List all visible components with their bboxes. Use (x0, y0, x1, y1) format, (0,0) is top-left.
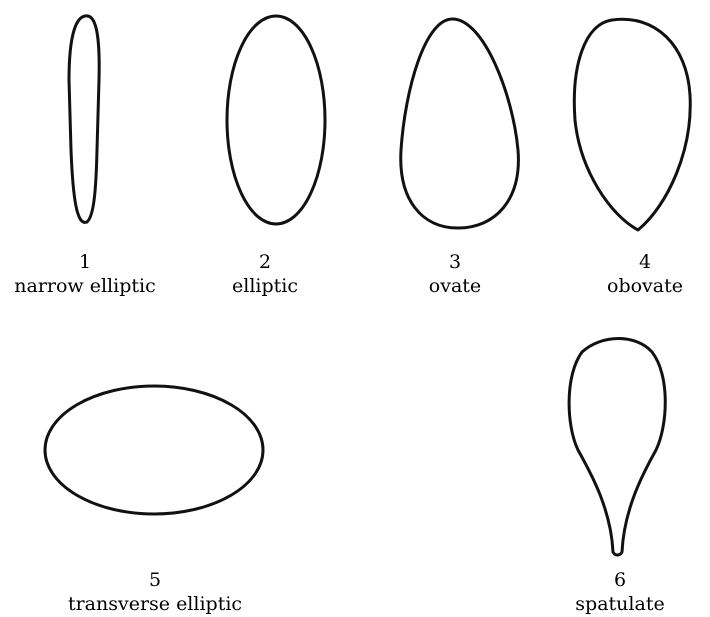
caption-ovate: 3 ovate (370, 250, 540, 298)
shape-name: spatulate (535, 592, 705, 616)
shape-name: elliptic (180, 274, 350, 298)
shape-name: narrow elliptic (0, 274, 170, 298)
caption-elliptic: 2 elliptic (180, 250, 350, 298)
obovate-outline (574, 19, 690, 230)
shape-number: 6 (535, 568, 705, 592)
shape-name: ovate (370, 274, 540, 298)
caption-spatulate: 6 spatulate (535, 568, 705, 616)
ovate-outline (401, 19, 519, 228)
shape-number: 3 (370, 250, 540, 274)
elliptic-outline (227, 16, 325, 224)
caption-transverse-elliptic: 5 transverse elliptic (55, 568, 255, 616)
narrow-elliptic-outline (69, 16, 99, 223)
caption-obovate: 4 obovate (560, 250, 710, 298)
shape-number: 4 (560, 250, 710, 274)
spatulate-outline (569, 339, 665, 556)
shape-number: 2 (180, 250, 350, 274)
transverse-elliptic-outline (45, 386, 263, 514)
caption-narrow-elliptic: 1 narrow elliptic (0, 250, 170, 298)
shape-number: 1 (0, 250, 170, 274)
shape-name: obovate (560, 274, 710, 298)
shape-name: transverse elliptic (55, 592, 255, 616)
shape-number: 5 (55, 568, 255, 592)
